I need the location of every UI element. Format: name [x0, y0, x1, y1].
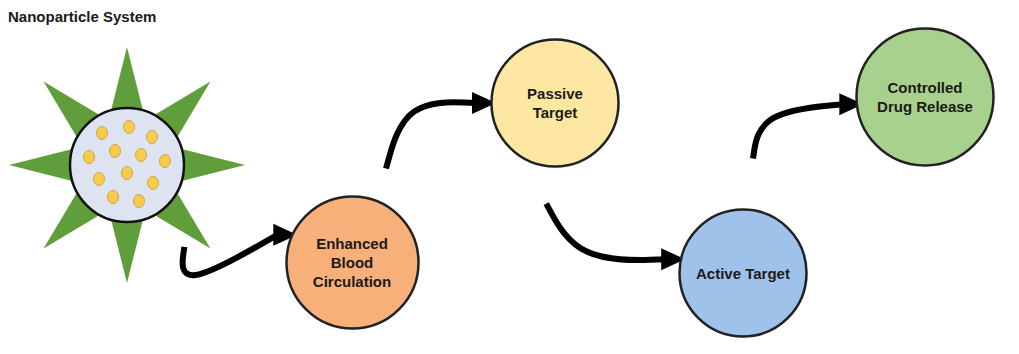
curved-arrow — [386, 102, 476, 168]
circle-fill — [492, 40, 619, 167]
drug-payload — [148, 177, 159, 190]
process-circle: Active Target — [678, 208, 808, 338]
figure-heading: Nanoparticle System — [8, 8, 156, 25]
step-label: Passive Target — [507, 84, 603, 122]
nanoparticle-illustration — [0, 0, 255, 292]
circle-fill — [680, 210, 807, 337]
drug-payload — [97, 127, 108, 140]
drug-payload — [134, 195, 145, 208]
particle-core — [70, 108, 184, 222]
drug-payload — [84, 151, 95, 164]
drug-payload — [124, 121, 135, 134]
process-circle: Controlled Drug Release — [855, 27, 995, 167]
curved-arrow — [753, 104, 843, 158]
circle-outline — [855, 27, 995, 167]
circle-outline — [490, 38, 620, 168]
drug-payload — [94, 173, 105, 186]
process-circle: Passive Target — [490, 38, 620, 168]
circle-label-box: Active Target — [695, 264, 791, 283]
ligand-spike — [44, 82, 107, 145]
nanoparticle-figure: Nanoparticle System — [0, 0, 255, 292]
drug-payload — [110, 145, 121, 158]
circle-label-box: Passive Target — [507, 84, 603, 122]
curved-arrow — [546, 204, 665, 260]
curved-arrow — [183, 235, 278, 275]
drug-payload — [160, 155, 171, 168]
drug-payload — [122, 167, 133, 180]
drug-payload — [136, 149, 147, 162]
process-circle: Enhanced Blood Circulation — [285, 195, 420, 330]
circle-label-box: Controlled Drug Release — [875, 78, 975, 116]
circle-label-box: Enhanced Blood Circulation — [304, 234, 400, 291]
drug-payload — [147, 131, 158, 144]
drug-payload — [108, 191, 119, 204]
step-label: Enhanced Blood Circulation — [304, 234, 400, 291]
step-label: Active Target — [695, 264, 791, 283]
circle-fill — [857, 29, 994, 166]
step-label: Controlled Drug Release — [875, 78, 975, 116]
circle-fill — [286, 196, 418, 328]
ligand-spike — [147, 82, 210, 145]
